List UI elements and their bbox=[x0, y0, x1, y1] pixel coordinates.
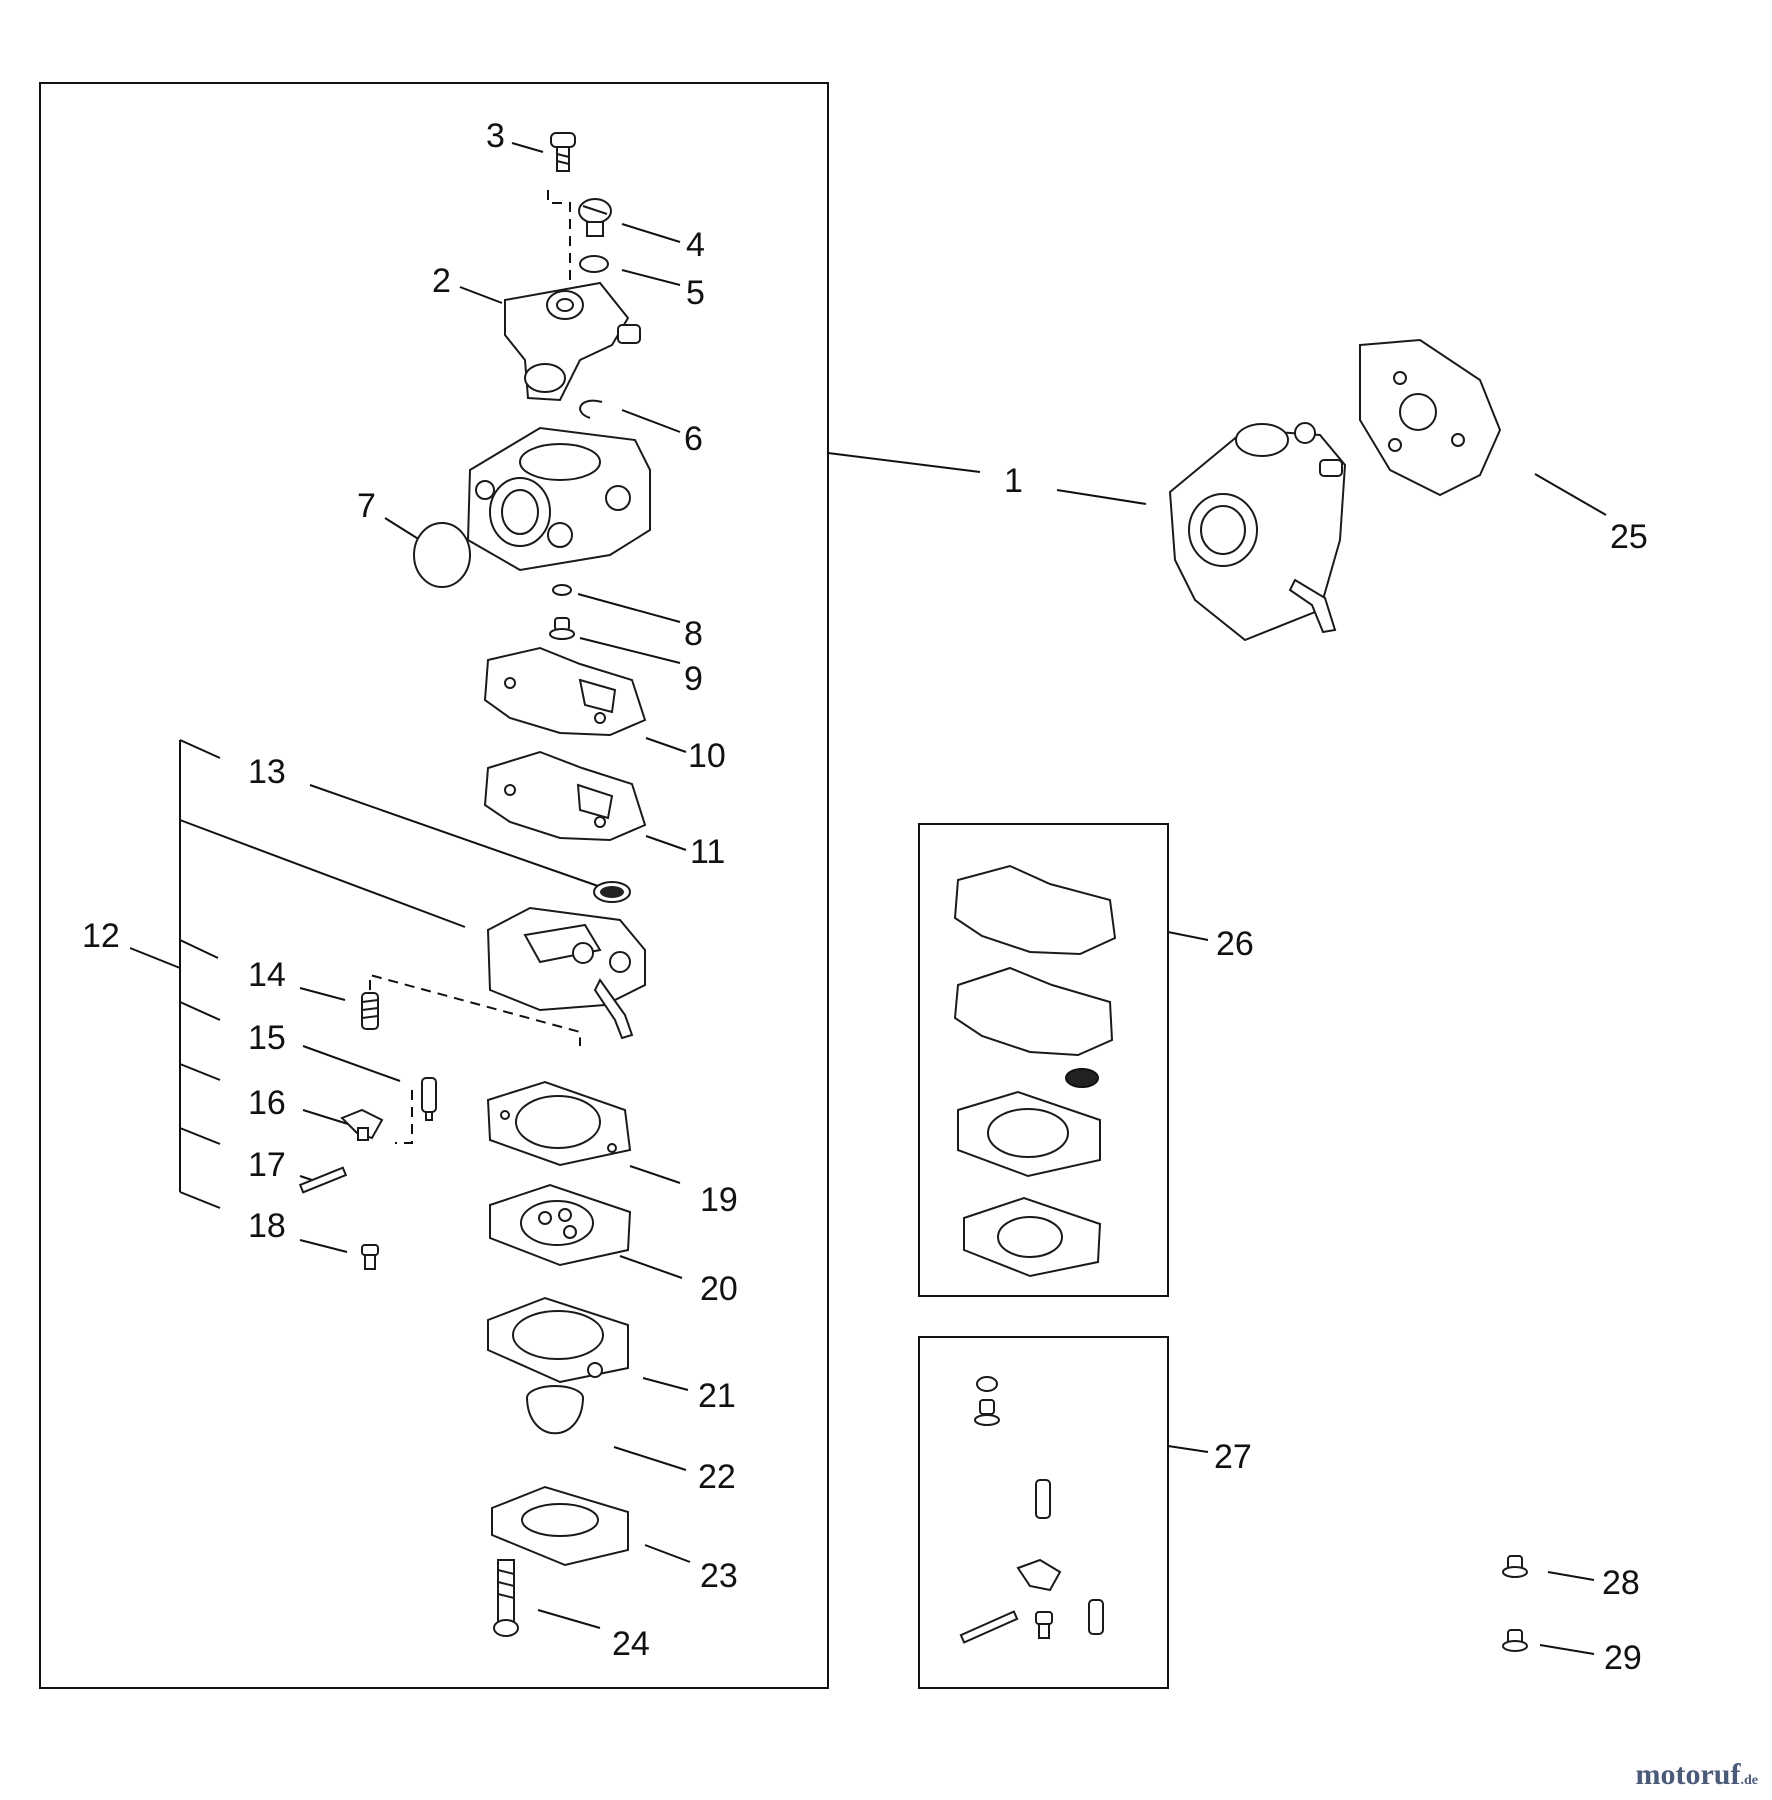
part-5-washer bbox=[579, 255, 609, 273]
callout-15: 15 bbox=[248, 1019, 286, 1057]
part-28-plug bbox=[1502, 1555, 1528, 1578]
part-3-screw bbox=[550, 132, 576, 172]
callout-17: 17 bbox=[248, 1146, 286, 1184]
callout-11: 11 bbox=[690, 833, 725, 871]
callout-5: 5 bbox=[686, 274, 705, 312]
part-14-spring bbox=[361, 992, 379, 1030]
part-24-bolt bbox=[493, 1559, 519, 1637]
watermark-name: motoruf bbox=[1635, 1758, 1741, 1791]
callout-24: 24 bbox=[612, 1625, 650, 1663]
kit-27-contents bbox=[959, 1376, 1104, 1644]
part-16-control-lever bbox=[340, 1108, 384, 1141]
part-22-primer-bulb bbox=[526, 1385, 584, 1435]
callout-14: 14 bbox=[248, 956, 286, 994]
kit-27-frame bbox=[918, 1336, 1169, 1689]
callout-12: 12 bbox=[82, 917, 120, 955]
part-23-cover-plate bbox=[491, 1485, 629, 1567]
part-21-metering-cover bbox=[487, 1296, 629, 1384]
part-19-gasket bbox=[486, 1080, 632, 1167]
part-6-e-clip bbox=[579, 399, 603, 419]
part-1-carburetor-body bbox=[466, 426, 651, 572]
part-8-washer bbox=[552, 584, 572, 596]
part-9-needle bbox=[549, 617, 575, 640]
callout-20: 20 bbox=[700, 1270, 738, 1308]
kit-26-contents bbox=[953, 864, 1117, 1278]
part-25-gasket bbox=[1359, 338, 1502, 497]
part-20-diaphragm bbox=[489, 1183, 632, 1267]
part-4-adjust-screw bbox=[578, 198, 612, 237]
callout-21: 21 bbox=[698, 1377, 736, 1415]
callout-18: 18 bbox=[248, 1207, 286, 1245]
callout-labels: 3 4 2 5 6 7 8 9 10 13 11 12 14 15 16 19 … bbox=[82, 117, 1648, 1677]
callout-16: 16 bbox=[248, 1084, 286, 1122]
callout-27: 27 bbox=[1214, 1438, 1252, 1476]
callout-25: 25 bbox=[1610, 518, 1648, 556]
callout-19: 19 bbox=[700, 1181, 738, 1219]
watermark-logo: motoruf.de bbox=[1636, 1758, 1758, 1792]
part-10-gasket bbox=[483, 646, 647, 737]
watermark-tld: .de bbox=[1740, 1773, 1759, 1788]
leader-lines bbox=[129, 142, 1607, 1655]
callout-1: 1 bbox=[1004, 462, 1023, 500]
callout-2: 2 bbox=[432, 262, 451, 300]
callout-22: 22 bbox=[698, 1458, 736, 1496]
kit-26-frame bbox=[918, 823, 1169, 1297]
part-11-diaphragm bbox=[483, 750, 647, 842]
callout-6: 6 bbox=[684, 420, 703, 458]
callout-23: 23 bbox=[700, 1557, 738, 1595]
callout-10: 10 bbox=[688, 737, 726, 775]
callout-7: 7 bbox=[357, 487, 376, 525]
assembled-carburetor bbox=[1168, 422, 1347, 642]
part-15-inlet-needle bbox=[421, 1077, 437, 1121]
callout-8: 8 bbox=[684, 615, 703, 653]
part-17-pin bbox=[298, 1166, 348, 1194]
callout-3: 3 bbox=[486, 117, 505, 155]
callout-28: 28 bbox=[1602, 1564, 1640, 1602]
callout-9: 9 bbox=[684, 660, 703, 698]
part-7-o-ring bbox=[413, 522, 471, 588]
part-13-filter-screen bbox=[593, 881, 631, 903]
pump-body bbox=[486, 906, 646, 1040]
callout-29: 29 bbox=[1604, 1639, 1642, 1677]
main-assembly-frame bbox=[39, 82, 829, 1689]
callout-4: 4 bbox=[686, 226, 705, 264]
part-2-throttle-lever bbox=[504, 281, 641, 402]
part-18-screw bbox=[361, 1244, 379, 1270]
part-29-plug bbox=[1502, 1629, 1528, 1652]
callout-26: 26 bbox=[1216, 925, 1254, 963]
callout-13: 13 bbox=[248, 753, 286, 791]
